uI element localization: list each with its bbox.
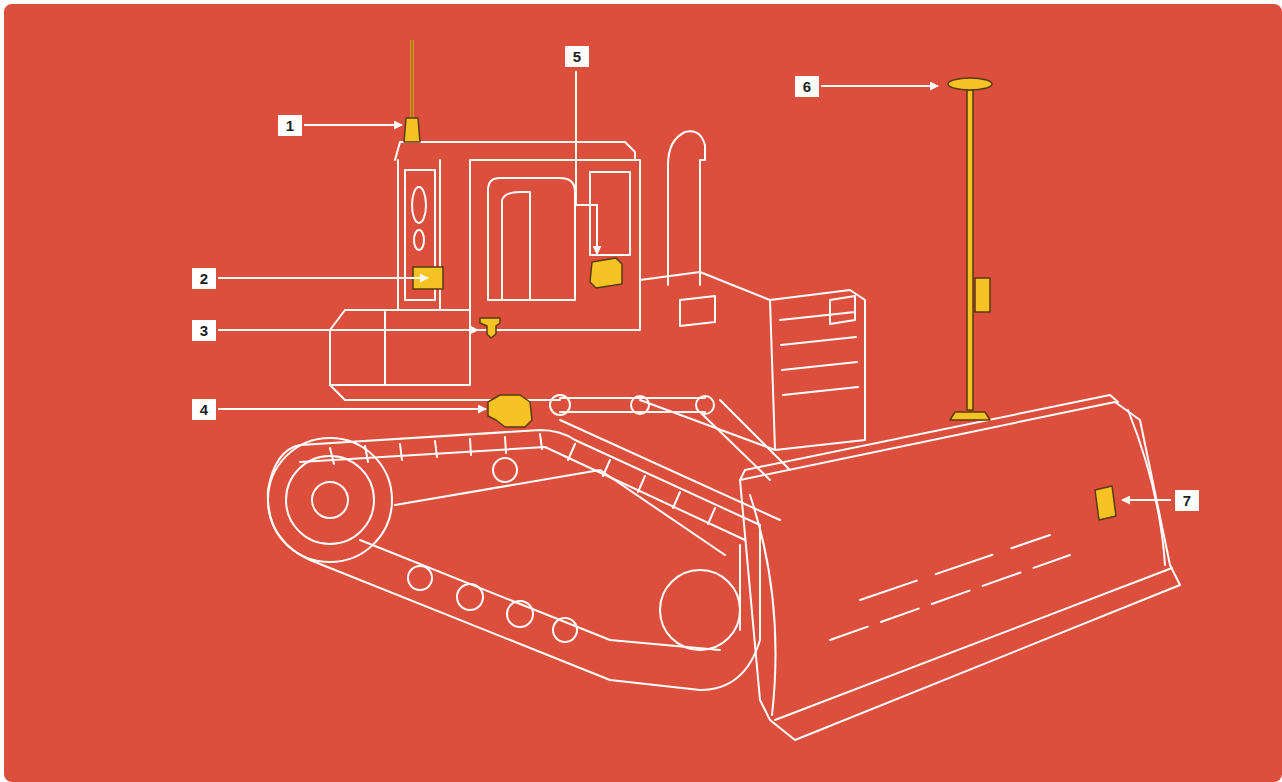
callout-number: 3 <box>192 320 216 341</box>
machine-outline <box>740 402 1180 740</box>
machine-outline <box>750 495 776 715</box>
callout-number: 1 <box>278 115 302 136</box>
callout-number: 2 <box>192 268 216 289</box>
machine-outline <box>488 178 575 300</box>
machine-outline <box>502 192 530 300</box>
background-panel <box>4 4 1282 782</box>
callout-number: 4 <box>192 399 216 420</box>
machine-outline <box>700 400 790 480</box>
machine-outline <box>550 395 570 415</box>
callout-number: 6 <box>795 76 819 97</box>
machine-outline <box>300 447 745 540</box>
machine-outline <box>268 430 760 690</box>
components <box>488 395 532 427</box>
components <box>404 118 420 142</box>
machine-outline <box>312 482 348 518</box>
components <box>480 318 500 338</box>
components <box>950 412 990 420</box>
machine-outline <box>330 385 560 400</box>
machine-outline <box>770 300 775 450</box>
machine-outline <box>631 396 649 414</box>
callout-number: 5 <box>565 46 589 67</box>
machine-outline <box>680 296 715 326</box>
machine-outline <box>740 395 1118 480</box>
leader-line <box>304 124 402 126</box>
machine-outline <box>384 312 386 385</box>
machine-outline <box>414 230 424 250</box>
machine-outline <box>780 312 858 395</box>
leader-line <box>1122 499 1171 501</box>
machine-outline <box>553 618 577 642</box>
machine-outline <box>360 540 740 650</box>
machine-outline <box>408 566 432 590</box>
components <box>411 40 414 118</box>
machine-outline <box>457 584 483 610</box>
machine-outline <box>268 438 392 562</box>
machine-outline <box>412 187 426 223</box>
callout-number: 7 <box>1175 490 1199 511</box>
machine-outline <box>395 142 635 160</box>
machine-outline <box>286 456 374 544</box>
machine-outline <box>640 272 865 450</box>
machine-outline <box>660 570 740 650</box>
components <box>975 278 990 312</box>
machine-outline <box>268 131 1180 740</box>
leader-line <box>821 85 938 87</box>
components <box>590 258 622 288</box>
components <box>404 40 1116 520</box>
machine-outline <box>330 310 470 385</box>
components <box>412 40 413 118</box>
machine-outline <box>1128 410 1165 565</box>
leader-line <box>218 408 486 410</box>
machine-outline <box>470 160 640 330</box>
components <box>967 90 973 410</box>
leader-line <box>218 329 478 331</box>
components <box>1095 486 1116 520</box>
components <box>948 78 992 90</box>
machine-outline <box>493 458 517 482</box>
machine-outline <box>696 396 714 414</box>
machine-outline <box>507 601 533 627</box>
machine-outline <box>860 535 1050 600</box>
machine-outline <box>830 296 855 324</box>
leader-line <box>218 71 1171 500</box>
leader-line <box>218 277 428 279</box>
machine-outline <box>775 568 1172 720</box>
machine-outline <box>395 470 725 555</box>
machine-outline <box>668 131 705 285</box>
leader-line <box>576 71 597 254</box>
